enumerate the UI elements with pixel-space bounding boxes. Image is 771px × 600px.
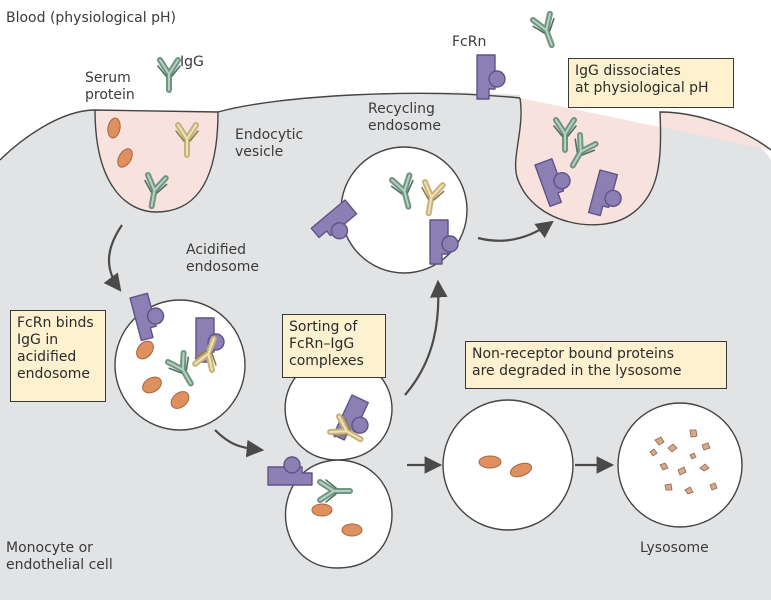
sorting-box: Sorting of FcRn–IgG complexes [282, 314, 386, 378]
serum-protein-label: Serum protein [85, 70, 135, 103]
degraded-box: Non-receptor bound proteins are degraded… [465, 341, 727, 389]
cell-label: Monocyte or endothelial cell [6, 540, 113, 573]
dissociates-box: IgG dissociates at physiological pH [568, 58, 734, 108]
arrow-recycling-to-membrane [477, 220, 554, 242]
acidified-endosome-label: Acidified endosome [186, 242, 260, 275]
exocytic-pocket [514, 97, 771, 226]
early-endosome-circle [442, 399, 574, 531]
serum-proteins [107, 117, 533, 537]
recycling-endosome-label: Recycling endosome [368, 101, 442, 134]
endocytic-vesicle-label: Endocytic vesicle [235, 127, 304, 160]
arrow-endosome-to-sorting [214, 429, 265, 458]
arrow-vesicle-to-endosome [103, 224, 123, 292]
blood-label: Blood (physiological pH) [6, 10, 176, 26]
binds-box: FcRn binds IgG in acidified endosome [10, 310, 106, 402]
igg-label: IgG [180, 54, 204, 70]
arrow-sorting-to-recycling [404, 279, 448, 396]
fcrn-label: FcRn [452, 34, 487, 50]
degraded-fragments [649, 429, 718, 495]
lysosome-label: Lysosome [640, 540, 709, 556]
lysosome-circle [617, 402, 743, 528]
